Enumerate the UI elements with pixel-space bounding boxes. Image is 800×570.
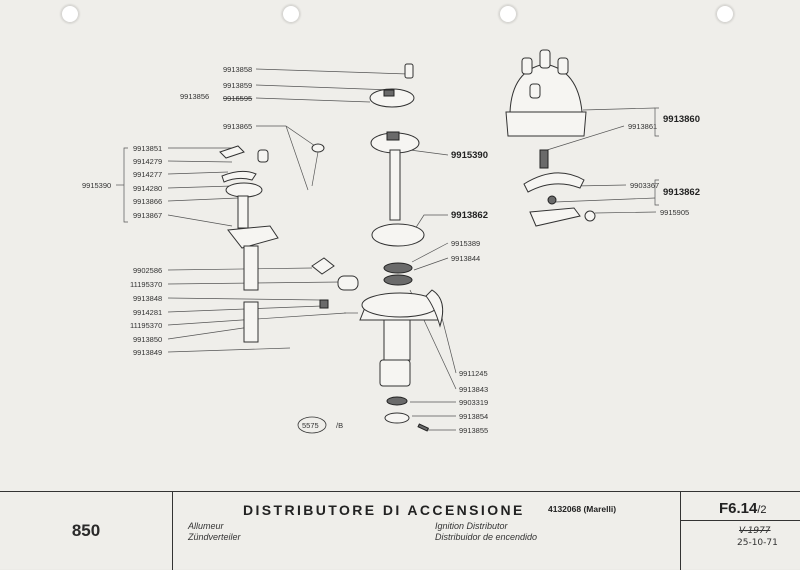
part-number-label: 9913867	[133, 211, 162, 220]
page-title: DISTRIBUTORE DI ACCENSIONE	[243, 502, 525, 518]
part-number-label: 9913856	[180, 92, 209, 101]
part-number-label: 9914281	[133, 308, 162, 317]
part-number-label: 9913849	[133, 348, 162, 357]
part-number-label: 11195370	[130, 321, 162, 330]
part-number-label: 9915905	[660, 208, 689, 217]
title-block: 850 DISTRIBUTORE DI ACCENSIONE 4132068 (…	[0, 491, 800, 570]
part-number-label: 9902586	[133, 266, 162, 275]
label-french: Allumeur	[188, 521, 224, 531]
part-number-label: 9913855	[459, 426, 488, 435]
part-number-label: 9914280	[133, 184, 162, 193]
part-number-label: 9915389	[451, 239, 480, 248]
revision-stamp: V-1977	[739, 526, 771, 536]
label-english: Ignition Distributor	[435, 521, 508, 531]
label-german: Zündverteiler	[188, 532, 241, 542]
sheet-code: F6.14/2	[719, 500, 767, 517]
part-number-label: 9913860	[663, 114, 700, 125]
label-spanish: Distribuidor de encendido	[435, 532, 538, 542]
part-number-label: 9903367	[630, 181, 659, 190]
distributor-cap-drawing	[505, 49, 596, 227]
part-group-label: 9915390	[82, 181, 111, 190]
part-number-label: 11195370	[130, 280, 162, 289]
part-number-label: 9911245	[459, 369, 488, 378]
part-number-label: 9913851	[133, 144, 162, 153]
part-number-label: 9913848	[133, 294, 162, 303]
distributor-shaft-drawing	[359, 63, 444, 432]
part-number-label: 9913862	[451, 210, 488, 221]
punch-hole	[61, 5, 79, 23]
part-number-label: 9913862	[663, 187, 700, 198]
part-number-label: 9913850	[133, 335, 162, 344]
part-number-label: 9915390	[451, 150, 488, 161]
punch-hole	[499, 5, 517, 23]
part-number-label: 9914277	[133, 170, 162, 179]
advance-mechanism-drawing	[219, 143, 359, 343]
part-reference: 4132068 (Marelli)	[548, 504, 617, 514]
punch-hole	[282, 5, 300, 23]
part-number-label: 9913861	[628, 122, 657, 131]
part-number-label: 9913859	[223, 81, 252, 90]
figure-suffix: /B	[336, 421, 343, 430]
exploded-diagram: 9913858 9913859 9913856 9916595 9913865 …	[82, 49, 700, 435]
model-number: 850	[0, 492, 173, 570]
part-number-label: 9913843	[459, 385, 488, 394]
part-number-label: 9913854	[459, 412, 488, 421]
revision-date: 25-10-71	[737, 538, 778, 548]
sheet-code-sub: /2	[757, 504, 767, 516]
sheet-code-box: F6.14/2 V-1977 25-10-71	[680, 492, 800, 570]
part-number-label: 9914279	[133, 157, 162, 166]
part-number-label: 9913858	[223, 65, 252, 74]
part-number-label: 9903319	[459, 398, 488, 407]
sheet-code-main: F6.14	[719, 500, 758, 517]
part-number-label: 9913865	[223, 122, 252, 131]
part-number-label-struck: 9916595	[223, 94, 252, 103]
figure-number: 5575	[302, 421, 319, 430]
punch-hole	[716, 5, 734, 23]
part-number-label: 9913844	[451, 254, 480, 263]
part-number-label: 9913866	[133, 197, 162, 206]
